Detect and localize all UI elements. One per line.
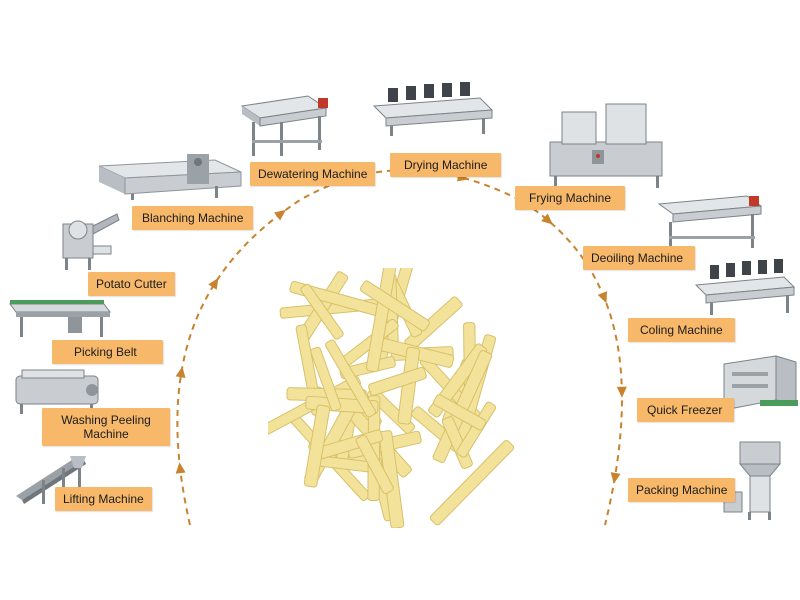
flow-arrow [616,386,627,398]
fryer-tank-icon [548,98,668,190]
vibrating-screen-icon [655,192,765,252]
label-coling-machine: Coling Machine [628,318,735,342]
label-lifting-machine: Lifting Machine [55,487,152,511]
label-washing-line2: Machine [83,427,129,441]
label-frying-machine: Frying Machine [515,186,626,210]
air-fan-dryer-icon [692,255,797,317]
label-quick-freezer: Quick Freezer [637,398,735,422]
label-washing-peeling-machine: Washing Peeling Machine [42,408,170,446]
flow-arrow [541,213,553,225]
flow-arrow [175,366,186,379]
french-fry [359,280,430,332]
incline-conveyor-icon [12,450,90,508]
label-picking-belt: Picking Belt [52,340,163,364]
flow-arrow [610,472,621,484]
washing-drum-icon [12,368,102,416]
french-fries-image [261,253,518,529]
french-fry [300,283,344,340]
label-dewatering-machine: Dewatering Machine [250,162,376,186]
flow-arrow [597,291,607,304]
french-fry [303,404,331,488]
french-fry [433,394,487,431]
vibrating-screen-icon [238,92,330,160]
freezer-box-icon [720,352,800,418]
belt-conveyor-icon [8,290,112,340]
label-potato-cutter: Potato Cutter [88,272,175,296]
french-fry [355,434,394,495]
label-blanching-machine: Blanching Machine [132,206,254,230]
french-fry [310,346,342,412]
label-deoiling-machine: Deoiling Machine [583,246,696,270]
cutter-machine-icon [55,210,125,272]
french-fry [368,366,427,396]
label-packing-machine: Packing Machine [628,478,736,502]
flow-arrow [208,277,219,290]
french-fry [325,339,377,418]
air-fan-dryer-icon [370,80,495,138]
french-fry [429,439,515,526]
label-washing-line1: Washing Peeling [61,413,151,427]
blancher-tank-icon [95,150,245,200]
flow-arrow [274,209,286,221]
flow-arrow [175,462,186,474]
french-fry [456,401,497,458]
label-drying-machine: Drying Machine [390,153,502,177]
